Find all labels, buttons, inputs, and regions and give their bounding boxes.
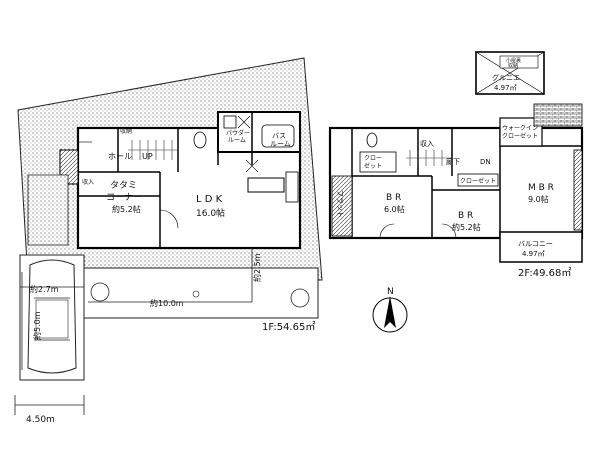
closet-label-1: クロー <box>364 155 382 162</box>
parking-length: 約5.0m <box>32 311 42 340</box>
br1-size: 6.0帖 <box>384 204 405 214</box>
compass <box>372 296 408 333</box>
balcony-size: 4.97㎡ <box>522 250 545 258</box>
road-width: 4.50m <box>26 415 55 425</box>
parking-width: 約2.7m <box>30 284 59 294</box>
garden-area <box>83 267 319 319</box>
house-1f <box>59 111 302 250</box>
storage-label-1f-b: 収入 <box>82 179 94 186</box>
storage-label-1f: 収納 <box>120 127 132 135</box>
flat-roof <box>331 175 353 237</box>
mbr-size: 9.0帖 <box>528 194 549 204</box>
ldk-label: L D K <box>196 194 223 205</box>
tatami-size: 約5.2帖 <box>112 204 141 214</box>
house-2f <box>328 117 584 240</box>
br2-label: B R <box>458 211 473 221</box>
grenier-label: グルニエ <box>492 73 520 82</box>
garden-width: 約10.0m <box>150 298 184 308</box>
grenier-size: 4.97㎡ <box>494 84 517 92</box>
brick-railing <box>533 103 583 127</box>
up-label: UP <box>142 152 153 161</box>
powder-label: パウダー <box>226 129 250 137</box>
balcony-label: バルコニー <box>518 240 553 248</box>
dn-label: DN <box>480 158 491 166</box>
mbr-label: M B R <box>528 183 554 193</box>
closet-label-1b: ゼット <box>364 162 382 170</box>
tatami-label-2: コーナー <box>106 192 142 203</box>
dimension-lines-1f <box>14 248 253 415</box>
flat-roof-label: フラット <box>336 190 344 218</box>
compass-north: N <box>387 287 394 297</box>
walkin-label-2: クローゼット <box>502 132 538 140</box>
mbr-wall <box>573 149 583 231</box>
area-1f: 1F:54.65㎡ <box>262 321 315 333</box>
area-2f: 2F:49.68㎡ <box>518 267 571 279</box>
bath-label-2: ルーム <box>270 140 291 148</box>
terrace <box>27 174 69 246</box>
closet-label-2: クローゼット <box>460 177 496 185</box>
grenier-box <box>475 51 545 95</box>
garden-depth: 約2.5m <box>252 253 262 282</box>
br1-label: B R <box>386 193 401 203</box>
powder-label-2: ルーム <box>228 137 246 144</box>
storage-label-2f: 収入 <box>420 140 434 148</box>
hall-label: ホール <box>108 152 132 161</box>
tatami-label: タタミ <box>110 180 137 191</box>
hallway-label: 廊下 <box>446 157 460 166</box>
bath-label: バス <box>272 132 286 140</box>
ldk-size: 16.0帖 <box>196 207 225 219</box>
parking-area <box>19 254 85 381</box>
br2-size: 約5.2帖 <box>452 222 481 232</box>
walkin-label: ウォークイン <box>502 124 538 132</box>
grenier-tag-2: 収納 <box>508 62 518 69</box>
balcony <box>499 231 583 263</box>
grenier-tag: 小屋裏 <box>506 57 521 64</box>
